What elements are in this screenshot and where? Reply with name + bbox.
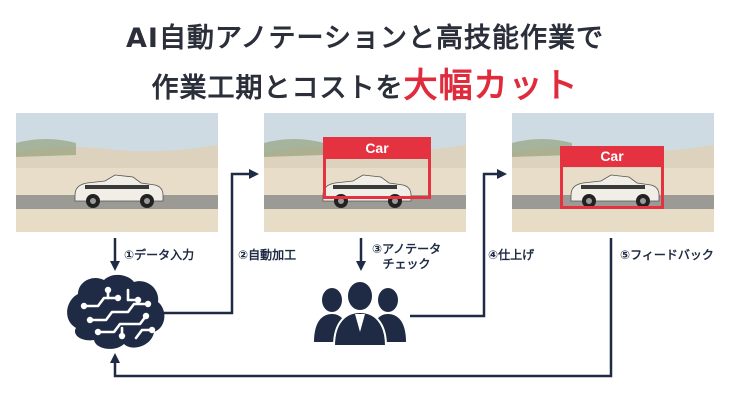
photo-raw-input [16, 113, 218, 232]
arrow-ai-to-auto [160, 169, 259, 315]
photo-auto-annotated: Car [264, 113, 466, 232]
brain-circuit-icon [67, 274, 165, 349]
bbox-label: Car [323, 137, 431, 159]
step-5-label: ⑤フィードバック [620, 248, 714, 262]
headline-prefix: 作業工期とコストを [151, 73, 404, 104]
arrow-check-to-finish [410, 169, 507, 318]
step-3-label-line2: チェック [382, 257, 431, 271]
step-3-label-line1: ③アノテータ [372, 242, 442, 256]
bbox-label: Car [560, 146, 664, 167]
car-beach-photo [16, 113, 218, 232]
step-2-label: ②自動加工 [238, 248, 297, 262]
step-4-label: ④仕上げ [488, 248, 535, 262]
team-people-icon [314, 280, 406, 347]
photo-finished: Car [512, 113, 714, 232]
step-3-label: ③アノテータ チェック [372, 242, 441, 272]
step-1-label: ①データ入力 [124, 248, 195, 262]
headline-line-2: 作業工期とコストを大幅カット [0, 58, 730, 107]
headline-accent: 大幅カット [403, 66, 579, 106]
headline-line-1: AI自動アノテーションと高技能作業で [126, 23, 604, 54]
arrow-feedback-to-ai [110, 238, 613, 378]
